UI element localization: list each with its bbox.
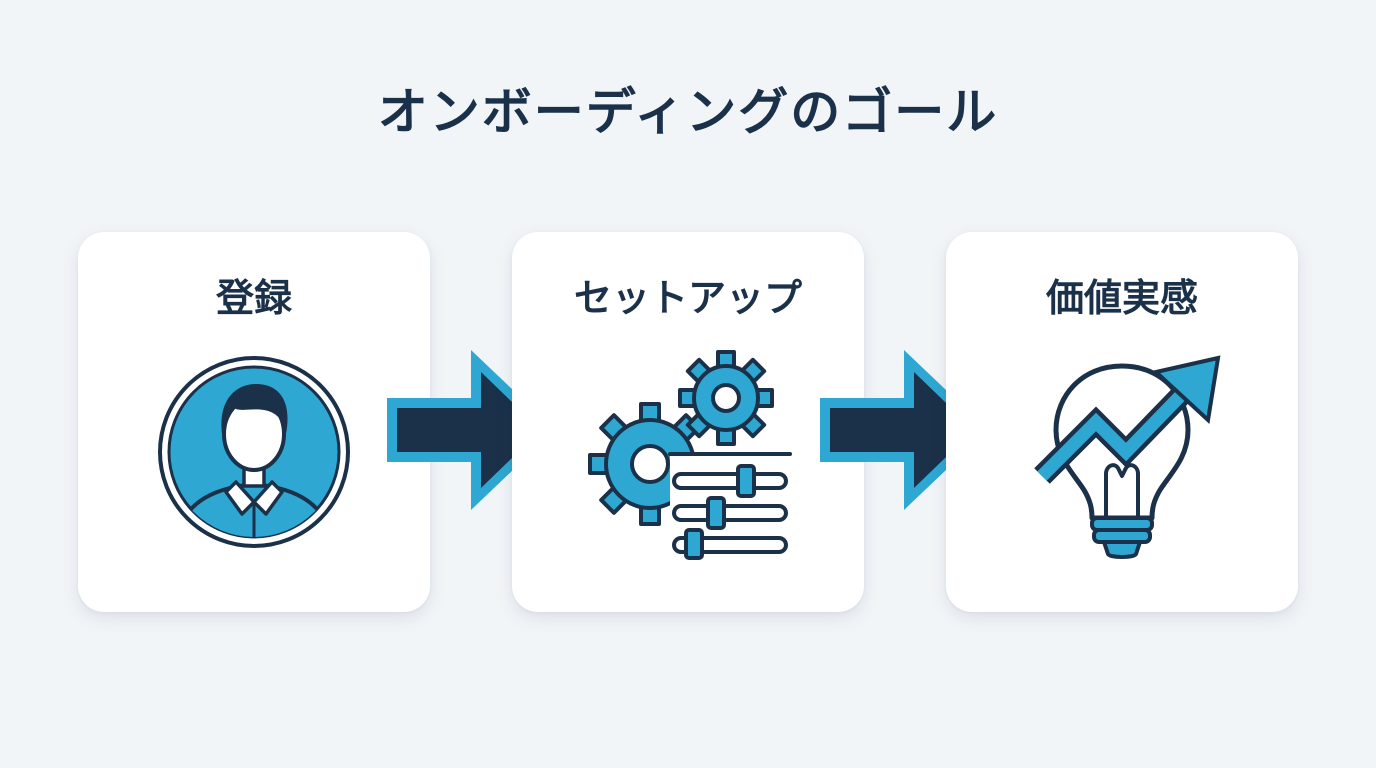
lightbulb-growth-icon [1034,355,1221,559]
step-card-value: 価値実感 [946,232,1298,612]
gears-sliders-icon [588,350,792,560]
user-profile-icon [158,356,350,548]
step-label: 登録 [215,276,292,320]
step-label: 価値実感 [1045,276,1198,320]
step-card-setup: セットアップ [512,232,864,612]
step-card-register: 登録 [78,232,430,612]
page-title: オンボーディングのゴール [377,83,999,141]
step-label: セットアップ [573,276,802,320]
